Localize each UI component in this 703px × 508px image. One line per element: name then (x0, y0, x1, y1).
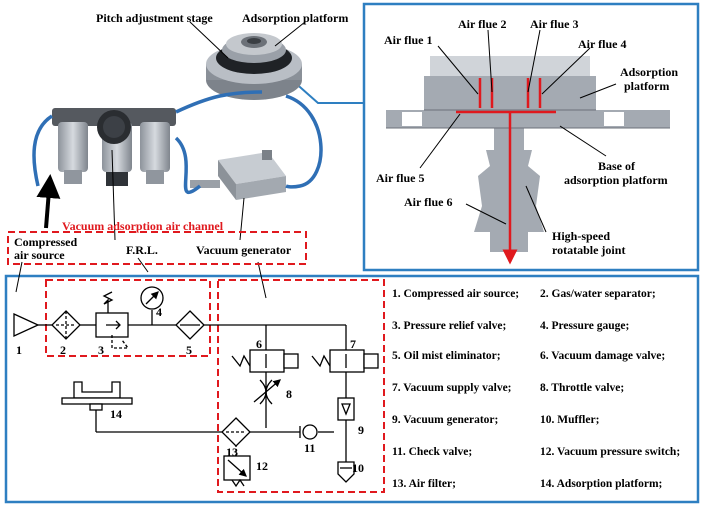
legend-item: 8. Throttle valve; (540, 382, 625, 394)
air-flue-4-label: Air flue 4 (578, 37, 627, 51)
section-view-frame (362, 2, 700, 272)
frl-render (52, 108, 176, 186)
num-10: 10 (352, 461, 364, 475)
tube (175, 90, 263, 114)
vacuum-channel-label: Vacuum adsorption air channel (62, 219, 224, 233)
legend-item: 2. Gas/water separator; (540, 288, 656, 300)
legend-item: 4. Pressure gauge; (540, 320, 630, 332)
muffler-symbol (337, 461, 355, 483)
legend-row: 7. Vacuum supply valve; 8. Throttle valv… (392, 382, 698, 396)
legend-item: 7. Vacuum supply valve; (392, 382, 512, 394)
compressed-air-label-1: Compressed (14, 235, 78, 249)
num-14: 14 (110, 407, 122, 421)
air-flue-paths (456, 78, 556, 265)
tube (32, 114, 54, 187)
num-13: 13 (226, 445, 238, 459)
legend-item: 10. Muffler; (540, 414, 600, 426)
platform-label-1: Adsorption (620, 65, 679, 79)
vacuum-generator-symbol (337, 397, 355, 421)
tube (174, 136, 202, 195)
platform-label-2: platform (624, 79, 670, 93)
tube (285, 94, 323, 189)
legend-item: 12. Vacuum pressure switch; (540, 446, 681, 458)
adsorption-platform-label: Adsorption platform (242, 11, 349, 25)
num-6: 6 (256, 337, 262, 351)
adsorption-platform-symbol (61, 381, 133, 411)
num-3: 3 (98, 343, 104, 357)
vacuum-generator-label: Vacuum generator (196, 243, 292, 257)
throttle-valve-symbol (253, 379, 281, 405)
base-label-2: adsorption platform (564, 173, 668, 187)
frl-label: F.R.L. (126, 243, 158, 257)
legend-row: 3. Pressure relief valve; 4. Pressure ga… (392, 320, 698, 334)
legend-item: 5. Oil mist eliminator; (392, 350, 501, 362)
legend-row: 11. Check valve; 12. Vacuum pressure swi… (392, 446, 698, 460)
pressure-gauge-symbol (140, 286, 164, 310)
joint-label-2: rotatable joint (552, 243, 626, 257)
air-in-arrow (36, 174, 61, 229)
num-2: 2 (60, 343, 66, 357)
legend-item: 14. Adsorption platform; (540, 478, 663, 490)
compressed-air-label-2: air source (14, 248, 65, 262)
air-flue-6-label: Air flue 6 (404, 195, 453, 209)
compressed-air-source-symbol (13, 312, 40, 338)
channel-dashed-box (7, 231, 307, 265)
vacuum-dashed-box (217, 279, 385, 493)
air-flue-2-label: Air flue 2 (458, 17, 507, 31)
air-flue-5-label: Air flue 5 (376, 171, 425, 185)
legend-item: 13. Air filter; (392, 478, 456, 490)
pitch-stage-label: Pitch adjustment stage (96, 11, 213, 25)
num-9: 9 (358, 423, 364, 437)
air-flue-1-label: Air flue 1 (384, 33, 433, 47)
air-flue-3-label: Air flue 3 (530, 17, 579, 31)
zoom-connector (291, 79, 364, 104)
pneumatic-circuit-frame (4, 274, 700, 504)
legend-row: 13. Air filter; 14. Adsorption platform; (392, 478, 698, 492)
legend-row: 1. Compressed air source; 2. Gas/water s… (392, 288, 698, 302)
num-5: 5 (186, 343, 192, 357)
num-7: 7 (350, 337, 356, 351)
air-filter-symbol (221, 417, 251, 447)
adsorption-platform-render (206, 33, 302, 100)
legend-item: 11. Check valve; (392, 446, 473, 458)
legend-row: 9. Vacuum generator; 10. Muffler; (392, 414, 698, 428)
vacuum-damage-valve-symbol (231, 349, 299, 373)
legend-item: 6. Vacuum damage valve; (540, 350, 666, 362)
legend-row: 5. Oil mist eliminator; 6. Vacuum damage… (392, 350, 698, 364)
separator-symbol (51, 310, 81, 340)
vacuum-generator-render (190, 150, 286, 200)
check-valve-symbol (299, 424, 318, 440)
frl-dashed-box (45, 279, 211, 357)
num-1: 1 (16, 343, 22, 357)
oil-mist-eliminator-symbol (175, 310, 205, 340)
base-label-1: Base of (598, 159, 635, 173)
legend-item: 9. Vacuum generator; (392, 414, 499, 426)
relief-valve-symbol (95, 291, 129, 338)
vacuum-supply-valve-symbol (311, 349, 379, 373)
circuit-lines (38, 310, 347, 462)
num-11: 11 (304, 441, 316, 455)
vacuum-pressure-switch-symbol (223, 455, 251, 488)
legend-item: 1. Compressed air source; (392, 288, 520, 300)
joint-label-1: High-speed (552, 229, 611, 243)
num-4: 4 (156, 305, 162, 319)
num-8: 8 (286, 387, 292, 401)
legend-item: 3. Pressure relief valve; (392, 320, 507, 332)
num-12: 12 (256, 459, 268, 473)
